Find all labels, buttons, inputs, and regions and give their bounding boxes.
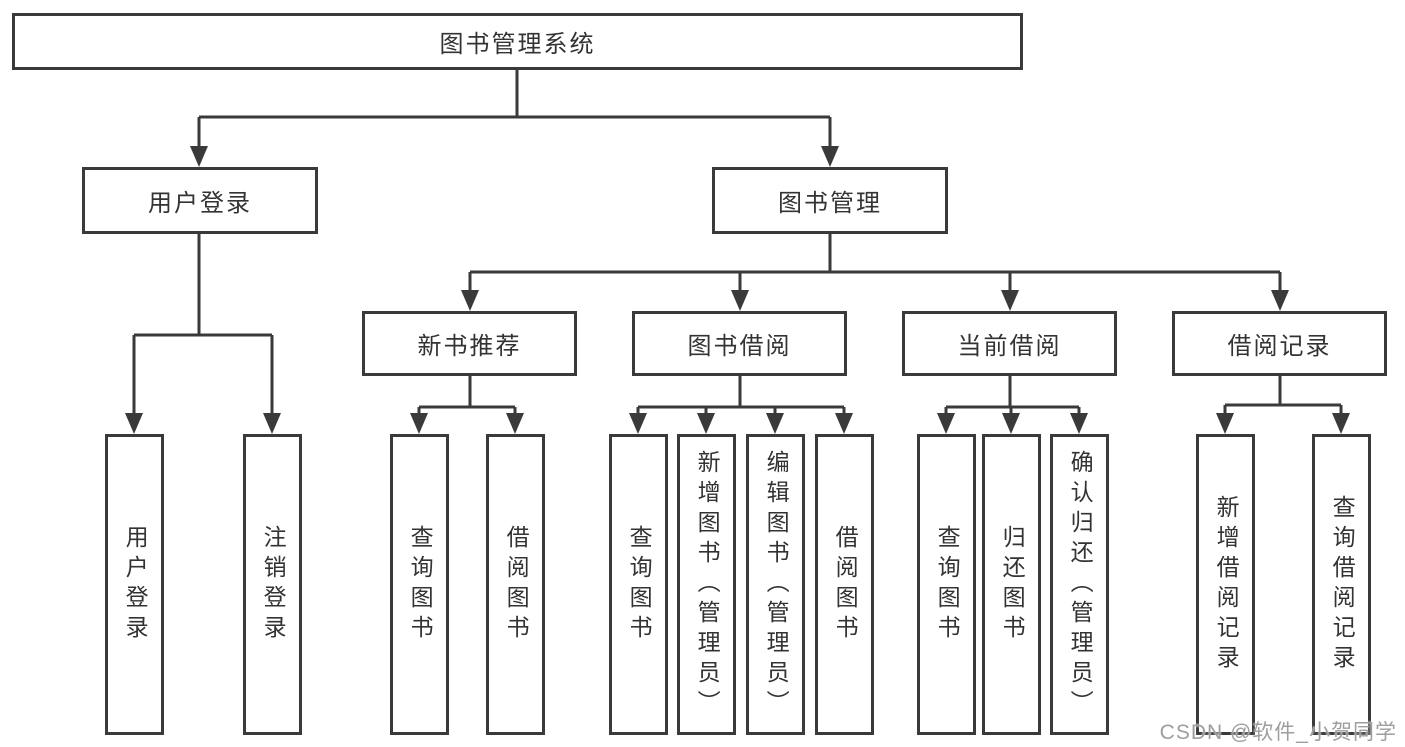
- edge-borrow-records-children: [1223, 376, 1343, 418]
- leaf-label: 查询图书: [934, 524, 961, 645]
- node-borrow-records: 借阅记录: [1172, 311, 1387, 376]
- leaf-label: 新增借阅记录: [1213, 494, 1240, 675]
- node-current-borrow: 当前借阅: [902, 311, 1117, 376]
- leaf-borrow-add-books-admin: 新增图书（管理员）: [677, 434, 736, 735]
- leaf-label: 借阅图书: [832, 524, 859, 645]
- leaf-newbook-borrow-books: 借阅图书: [486, 434, 545, 735]
- node-book-management: 图书管理: [712, 167, 948, 234]
- leaf-borrow-query-books: 查询图书: [609, 434, 668, 735]
- leaf-label: 用户登录: [122, 524, 149, 645]
- arrowheads: [125, 146, 1350, 434]
- edge-new-book-children: [417, 376, 517, 418]
- leaf-label: 查询图书: [626, 524, 653, 645]
- leaf-label: 新增图书（管理员）: [694, 449, 721, 720]
- node-book-borrow: 图书借阅: [632, 311, 847, 376]
- leaf-current-query-books: 查询图书: [917, 434, 976, 735]
- leaf-borrow-edit-books-admin: 编辑图书（管理员）: [746, 434, 805, 735]
- leaf-logout-login: 注销登录: [243, 434, 302, 735]
- edge-book-mgmt-children: [468, 234, 1282, 295]
- edge-user-login-children: [132, 233, 274, 418]
- leaf-label: 归还图书: [999, 524, 1026, 645]
- leaf-label: 借阅图书: [503, 524, 530, 645]
- leaf-label: 查询借阅记录: [1329, 494, 1356, 675]
- leaf-label: 查询图书: [407, 524, 434, 645]
- leaf-label: 确认归还（管理员）: [1067, 449, 1094, 720]
- leaf-user-login: 用户登录: [105, 434, 164, 735]
- leaf-current-return-books: 归还图书: [982, 434, 1041, 735]
- csdn-watermark: CSDN @软件_小贺同学: [1159, 721, 1397, 744]
- leaf-newbook-query-books: 查询图书: [390, 434, 449, 735]
- leaf-label: 编辑图书（管理员）: [763, 449, 790, 720]
- edge-book-borrow-children: [636, 376, 846, 418]
- node-user-login: 用户登录: [82, 167, 318, 234]
- leaf-borrow-borrow-books: 借阅图书: [815, 434, 874, 735]
- edge-root-to-level1: [197, 69, 832, 150]
- leaf-label: 注销登录: [260, 524, 287, 645]
- leaf-records-query-record: 查询借阅记录: [1312, 434, 1371, 735]
- edge-current-borrow-children: [944, 376, 1081, 418]
- node-root-library-management-system: 图书管理系统: [12, 13, 1023, 70]
- leaf-records-add-record: 新增借阅记录: [1196, 434, 1255, 735]
- node-new-book-recommend: 新书推荐: [362, 311, 577, 376]
- leaf-current-confirm-return-admin: 确认归还（管理员）: [1050, 434, 1109, 735]
